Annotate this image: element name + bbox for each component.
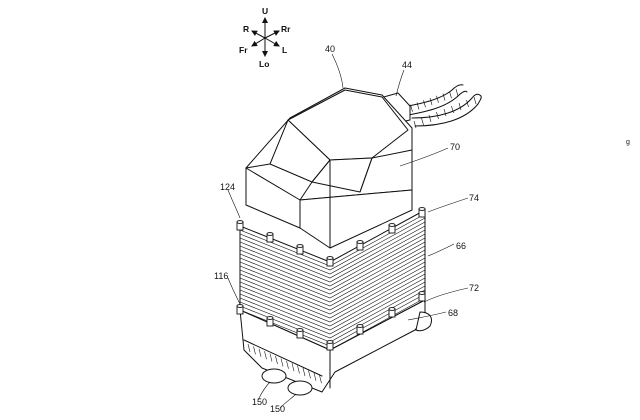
fin-line xyxy=(239,221,426,275)
right-dir-arrow xyxy=(251,30,266,39)
bolt xyxy=(296,244,304,255)
fin-line xyxy=(239,237,426,291)
hatch-line xyxy=(308,370,311,379)
label-74: 74 xyxy=(469,193,479,203)
bolt xyxy=(296,328,304,339)
fin-line xyxy=(239,217,426,271)
fin-line xyxy=(239,245,426,299)
bolt xyxy=(418,291,426,302)
fin-line xyxy=(239,253,426,307)
fin-line xyxy=(239,249,426,303)
fin-line xyxy=(239,261,426,315)
axis-label-right: R xyxy=(243,24,249,34)
hatch-line xyxy=(302,367,306,377)
reference-labels: 40 44 70 74 124 66 116 72 68 150 150 g xyxy=(214,44,630,414)
rear-dir-arrow xyxy=(264,30,280,39)
bolt xyxy=(266,316,274,327)
leader-lines xyxy=(227,53,469,409)
hose-ring xyxy=(436,95,439,103)
axis-label-left: L xyxy=(282,45,287,55)
corner-mark: g xyxy=(626,139,630,146)
mount-150-front xyxy=(261,368,287,384)
axis-label-up: U xyxy=(262,6,268,16)
bolt xyxy=(418,207,426,218)
hose-ring xyxy=(455,88,459,97)
fin-line xyxy=(239,285,426,339)
axis-label-front: Fr xyxy=(239,45,248,55)
hose-ring xyxy=(436,111,439,120)
hatch-line xyxy=(286,360,289,369)
hatch-line xyxy=(297,365,300,374)
bolt xyxy=(326,256,334,267)
label-70: 70 xyxy=(450,142,460,152)
label-124: 124 xyxy=(220,182,235,192)
bolt xyxy=(266,232,274,243)
hose-ring xyxy=(429,97,433,106)
hatch-line xyxy=(258,348,262,357)
fin-line xyxy=(239,233,426,287)
hose-ring xyxy=(410,104,413,112)
hose-ring xyxy=(451,105,454,114)
hose-ring xyxy=(449,91,452,99)
hatch-line xyxy=(264,351,267,360)
label-66: 66 xyxy=(456,241,466,251)
hose-ring xyxy=(458,102,462,111)
bolt xyxy=(388,307,396,318)
bolt xyxy=(356,324,364,335)
hatch-line xyxy=(275,355,278,365)
direction-indicator: U Lo R Rr Fr L xyxy=(239,6,291,69)
axis-label-down: Lo xyxy=(259,59,269,69)
label-68: 68 xyxy=(448,308,458,318)
hatch-line xyxy=(319,375,322,384)
lower-housing xyxy=(239,299,433,396)
label-40: 40 xyxy=(325,44,335,54)
fin-line xyxy=(239,269,426,323)
hatch-line xyxy=(269,353,273,362)
fin-line xyxy=(239,281,426,335)
fin-line xyxy=(239,273,426,327)
hose-ring xyxy=(443,108,447,117)
label-44: 44 xyxy=(402,60,412,70)
fin-stack xyxy=(239,209,426,351)
bolt xyxy=(326,340,334,351)
fin-line xyxy=(239,225,426,279)
hose-ring xyxy=(428,114,432,123)
fin-line xyxy=(239,277,426,331)
hatch-line xyxy=(247,343,251,353)
fin-line xyxy=(239,257,426,311)
axis-label-rear: Rr xyxy=(281,24,291,34)
bolt xyxy=(356,240,364,251)
front-dir-arrow xyxy=(251,37,266,47)
hose-ring xyxy=(413,120,417,129)
bolt xyxy=(388,223,396,234)
label-150-rear: 150 xyxy=(270,404,285,414)
upper-cover xyxy=(245,87,413,249)
label-150-front: 150 xyxy=(252,397,267,407)
hose-ring xyxy=(473,96,477,105)
hatch-line xyxy=(313,372,317,381)
hose-ring xyxy=(416,102,420,110)
bolt-group xyxy=(236,207,426,351)
hatch-line xyxy=(253,346,256,355)
mount-150-rear xyxy=(287,380,313,396)
bolt xyxy=(236,220,244,231)
hatch-line xyxy=(291,363,295,372)
left-dir-arrow xyxy=(264,37,280,47)
hatch-line xyxy=(280,358,284,367)
bolt xyxy=(236,304,244,315)
label-72: 72 xyxy=(469,283,479,293)
fin-line xyxy=(239,241,426,295)
hose-ring xyxy=(421,117,424,126)
fin-line xyxy=(239,265,426,319)
hose-ring xyxy=(442,93,446,101)
hose-ring xyxy=(423,100,426,108)
fin-line xyxy=(239,229,426,283)
hose-ring xyxy=(466,99,469,108)
label-116: 116 xyxy=(214,271,228,281)
